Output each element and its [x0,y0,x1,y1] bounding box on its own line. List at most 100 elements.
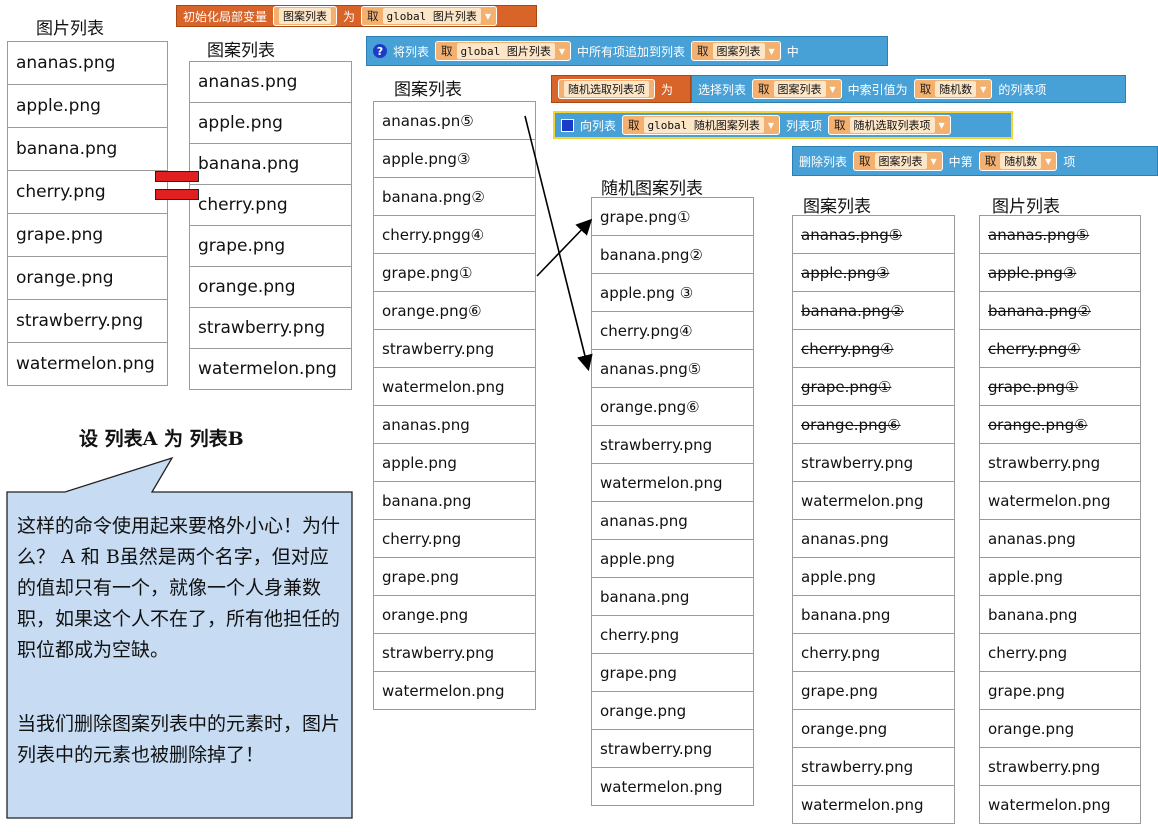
list-item: grape.png [592,654,753,692]
list-item: banana.png [8,128,167,171]
pattern-list-mid-title: 图案列表 [394,80,462,100]
chevron-down-icon: ▼ [1045,156,1052,166]
list-item: strawberry.png [592,730,753,768]
list-item: grape.png① [793,368,954,406]
help-icon[interactable]: ? [373,44,387,58]
remove-get-index[interactable]: 取随机数▼ [978,151,1058,171]
list-item: cherry.png [374,520,535,558]
list-item: watermelon.png [980,786,1140,824]
list-item: banana.png② [374,178,535,216]
list-item: cherry.png④ [793,330,954,368]
list-item: watermelon.png [374,672,535,710]
list-item: grape.png [8,214,167,257]
arrow-grape-to-random [536,218,593,277]
list-item: orange.png [793,710,954,748]
remove-mid-label: 中第 [948,154,973,169]
list-item: grape.png① [592,198,753,236]
add-block-label: 向列表 [580,118,617,133]
callout-text-p1: 这样的命令使用起来要格外小心！为什么？ A 和 B虽然是两个名字，但对应的值却只… [17,515,341,661]
remove-get-list[interactable]: 取图案列表▼ [853,151,943,171]
list-item: strawberry.png [980,748,1140,786]
remove-item-block[interactable]: 删除列表 取图案列表▼ 中第 取随机数▼ 项 [792,146,1158,176]
list-item: apple.png③ [374,140,535,178]
pick-var-name-field[interactable]: 随机选取列表项 [558,79,655,99]
list-item: watermelon.png [190,349,351,390]
list-item: ananas.png⑤ [793,216,954,254]
list-item: strawberry.png [8,300,167,343]
list-item: apple.png③ [793,254,954,292]
list-item: orange.png [592,692,753,730]
list-item: strawberry.png [374,634,535,672]
equals-sign-top [155,171,199,182]
list-item: watermelon.png [8,343,167,386]
heading-set-a-to-b: 设 列表A 为 列表B [79,428,244,450]
random-list-title: 随机图案列表 [601,179,703,199]
list-item: cherry.png④ [592,312,753,350]
chevron-down-icon: ▼ [558,46,566,56]
list-item: banana.png② [980,292,1140,330]
list-item: apple.png③ [980,254,1140,292]
list-item: ananas.png [793,520,954,558]
gear-icon[interactable] [561,118,574,132]
list-item: apple.png [190,103,351,144]
list-item: cherry.png [190,185,351,226]
select-list-item-block[interactable]: 选择列表 取图案列表▼ 中索引值为 取随机数▼ 的列表项 [691,75,1126,103]
chevron-down-icon: ▼ [829,84,836,94]
list-item: apple.png [980,558,1140,596]
pattern-list-left-title: 图案列表 [207,41,275,61]
select-get-list[interactable]: 取图案列表▼ [752,79,842,99]
list-item: banana.png [190,144,351,185]
list-item: orange.png⑥ [793,406,954,444]
chevron-down-icon: ▼ [938,120,945,130]
list-item: orange.png⑥ [374,292,535,330]
list-item: apple.png [793,558,954,596]
list-item: strawberry.png [374,330,535,368]
list-item: watermelon.png [592,768,753,806]
chevron-down-icon: ▼ [768,46,775,56]
equals-sign-bottom [155,189,199,200]
add-get-item[interactable]: 取随机选取列表项▼ [828,115,951,135]
chevron-down-icon: ▼ [484,11,492,21]
list-item: apple.png [8,85,167,128]
list-item: ananas.png [8,42,167,85]
list-item: orange.png [8,257,167,300]
list-item: grape.png [980,672,1140,710]
list-item: watermelon.png [793,482,954,520]
list-item: strawberry.png [793,748,954,786]
list-item: banana.png [592,578,753,616]
select-mid-label: 中索引值为 [847,82,908,97]
select-block-label: 选择列表 [698,82,747,97]
list-item: ananas.png⑤ [980,216,1140,254]
append-get-target[interactable]: 取图案列表▼ [691,41,781,61]
list-item: grape.png [793,672,954,710]
list-item: cherry.png④ [980,330,1140,368]
list-item: banana.png [793,596,954,634]
list-item: watermelon.png [793,786,954,824]
pick-random-var-block[interactable]: 随机选取列表项 为 [551,75,691,103]
add-mid-label: 列表项 [786,118,823,133]
list-item: grape.png [374,558,535,596]
callout-text-p2: 当我们删除图案列表中的元素时，图片列表中的元素也被删除掉了！ [17,713,341,766]
select-end-label: 的列表项 [998,82,1047,97]
chevron-down-icon: ▼ [980,84,987,94]
list-item: cherry.png [980,634,1140,672]
append-mid-label: 中所有项追加到列表 [577,44,686,59]
list-item: cherry.pngg④ [374,216,535,254]
pic-list-right-title: 图片列表 [992,197,1060,217]
list-item: grape.png① [374,254,535,292]
list-item: cherry.png [8,171,167,214]
init-var-name-field[interactable]: 图案列表 [273,6,338,26]
select-get-index[interactable]: 取随机数▼ [913,79,993,99]
list-item: orange.png [374,596,535,634]
list-item: watermelon.png [980,482,1140,520]
